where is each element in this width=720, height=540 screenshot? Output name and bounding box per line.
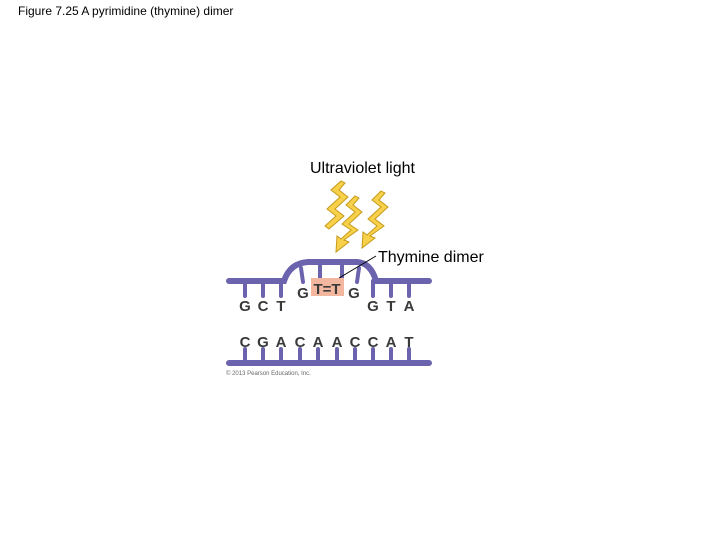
bottom-base: A [276,334,287,351]
top-rung [355,266,361,284]
uv-arrows [324,180,389,254]
thymine-dimer-box [311,278,344,296]
figure-title: Figure 7.25 A pyrimidine (thymine) dimer [18,4,234,18]
top-strand-backbone [226,259,432,284]
top-base: C [258,298,269,315]
top-base: G [367,298,379,315]
thymine-dimer-pointer [338,255,377,279]
top-rung [299,266,305,284]
bottom-base: T [404,334,413,351]
bottom-base: G [257,334,269,351]
top-strand [226,259,432,298]
top-base: T [386,298,395,315]
bottom-base: A [332,334,343,351]
uv-arrow-icon [324,180,349,230]
bottom-base: A [386,334,397,351]
bottom-base: A [313,334,324,351]
bottom-base: C [295,334,306,351]
top-base: G [297,285,309,302]
thymine-dimer-label: Thymine dimer [378,249,484,266]
bottom-base: C [240,334,251,351]
top-base: G [239,298,251,315]
top-base: G [348,285,360,302]
top-base: A [404,298,415,315]
copyright-notice: © 2013 Pearson Education, Inc. [226,371,311,377]
uv-arrow-icon [361,190,389,250]
ultraviolet-light-label: Ultraviolet light [310,160,415,177]
bottom-base: C [350,334,361,351]
bottom-strand [226,347,432,366]
dimer-text: T=T [313,281,340,298]
uv-arrow-icon [335,195,363,254]
bottom-base: C [368,334,379,351]
top-base: T [276,298,285,315]
